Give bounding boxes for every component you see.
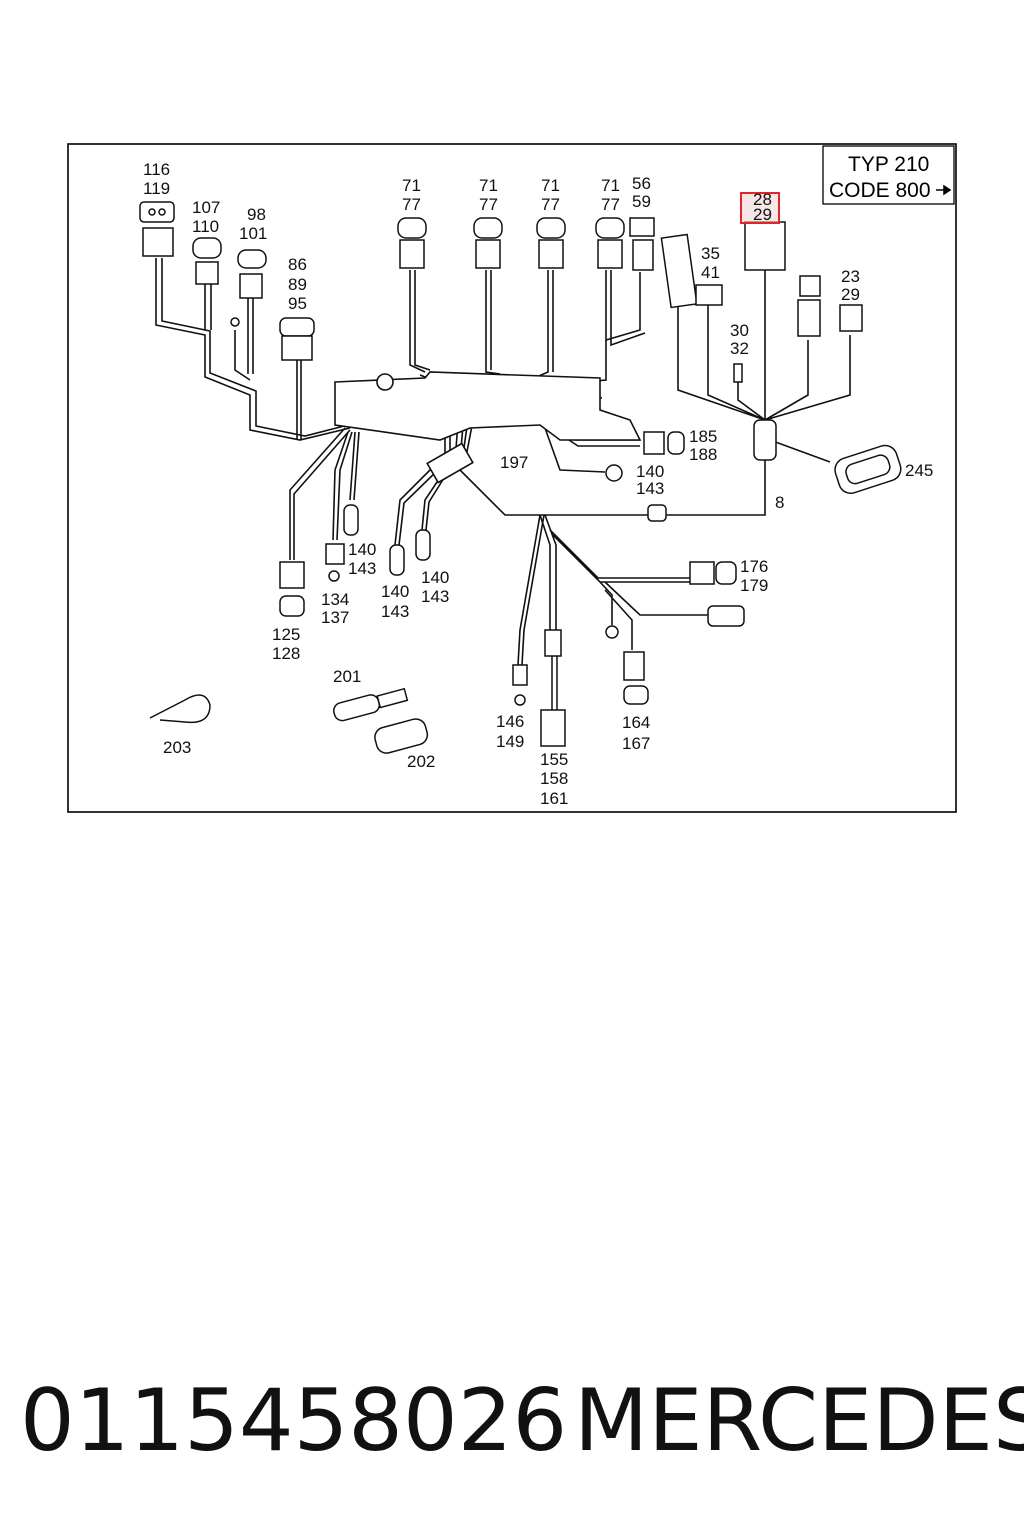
highlight-label-top: 28 (753, 190, 772, 209)
label-89: 89 (288, 275, 307, 294)
label-23: 23 (841, 267, 860, 286)
engine-block-harness-body (334, 371, 642, 484)
label-128: 128 (272, 644, 300, 663)
label-203: 203 (163, 738, 191, 757)
label-119: 119 (143, 179, 170, 198)
label-143-b: 143 (348, 559, 376, 578)
label-98: 98 (247, 205, 266, 224)
label-56: 56 (632, 174, 651, 193)
label-155: 155 (540, 750, 568, 769)
label-125: 125 (272, 625, 300, 644)
label-77-d: 77 (601, 195, 620, 214)
label-143-c: 143 (381, 602, 409, 621)
model-code-box: TYP 210 CODE 800 (822, 145, 955, 205)
label-59: 59 (632, 192, 651, 211)
label-35: 35 (701, 244, 720, 263)
label-201: 201 (333, 667, 361, 686)
highlight-label-bottom: 29 (753, 205, 772, 224)
code-label: CODE 800 (829, 179, 931, 202)
label-167: 167 (622, 734, 650, 753)
connectors (139, 201, 902, 754)
label-149: 149 (496, 732, 524, 751)
arrow-icon (936, 184, 952, 196)
label-140-b: 140 (348, 540, 376, 559)
label-140-c: 140 (381, 582, 409, 601)
label-140-d: 140 (421, 568, 449, 587)
label-146: 146 (496, 712, 524, 731)
label-179: 179 (740, 576, 768, 595)
label-188: 188 (689, 445, 717, 464)
label-32: 32 (730, 339, 749, 358)
label-140-a: 140 (636, 462, 664, 481)
label-95: 95 (288, 294, 307, 313)
label-71-a: 71 (402, 176, 421, 195)
label-161: 161 (540, 789, 568, 808)
label-101: 101 (239, 224, 267, 243)
label-158: 158 (540, 769, 568, 788)
label-134: 134 (321, 590, 349, 609)
label-116: 116 (143, 160, 170, 179)
label-137: 137 (321, 608, 349, 627)
label-164: 164 (622, 713, 650, 732)
label-77-c: 77 (541, 195, 560, 214)
label-71-c: 71 (541, 176, 560, 195)
label-77-b: 77 (479, 195, 498, 214)
label-245: 245 (905, 461, 933, 480)
label-71-d: 71 (601, 176, 620, 195)
label-143-d: 143 (421, 587, 449, 606)
label-29: 29 (841, 285, 860, 304)
label-71-b: 71 (479, 176, 498, 195)
part-labels: 116 119 107 110 98 101 86 89 95 71 77 71… (143, 160, 933, 808)
label-143-a: 143 (636, 479, 664, 498)
label-110: 110 (192, 217, 219, 236)
label-77-a: 77 (402, 195, 421, 214)
model-type-label: TYP 210 (848, 153, 929, 176)
highlighted-part-28-29[interactable]: 28 29 (740, 190, 780, 224)
label-185: 185 (689, 427, 717, 446)
brand-name: MERCEDES (574, 1371, 1024, 1471)
label-41: 41 (701, 263, 720, 282)
label-8: 8 (775, 493, 784, 512)
label-30: 30 (730, 321, 749, 340)
label-176: 176 (740, 557, 768, 576)
label-197: 197 (500, 453, 528, 472)
label-86: 86 (288, 255, 307, 274)
label-107: 107 (192, 198, 220, 217)
part-number: 0115458026 (20, 1371, 568, 1471)
label-202: 202 (407, 752, 435, 771)
